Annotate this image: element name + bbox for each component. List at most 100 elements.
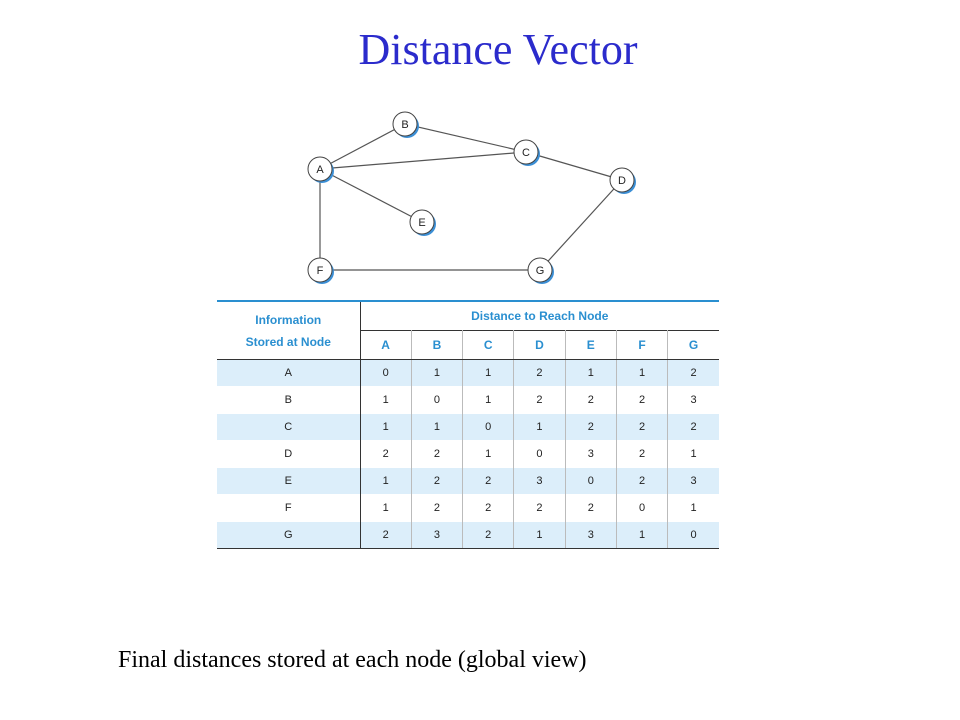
table-cell: 3 (411, 521, 464, 549)
table-cell: 2 (462, 494, 515, 522)
node-label: D (618, 175, 626, 187)
slide-title: Distance Vector (358, 25, 638, 74)
column-header-e: E (565, 330, 617, 360)
info-header-line2: Stored at Node (245, 334, 331, 349)
column-header-d: D (513, 330, 566, 360)
node-circle (609, 167, 635, 193)
node-label: C (522, 147, 530, 159)
network-graph-svg: A B C D E F G (307, 111, 636, 284)
table-cell: 2 (667, 413, 719, 441)
node-d: D (609, 167, 636, 194)
node-g: G (527, 257, 554, 284)
table-cell: 1 (360, 494, 412, 522)
table-cell: 1 (411, 413, 464, 441)
node-label: F (317, 265, 324, 277)
table-cell: 1 (513, 413, 566, 441)
table-cell: 0 (667, 521, 719, 549)
table-cell: 1 (565, 359, 617, 387)
row-label: F (217, 494, 361, 522)
table-cell: 2 (565, 386, 617, 414)
table-cell: 1 (667, 440, 719, 468)
table-cell: 3 (565, 440, 617, 468)
edge-c-d (525, 151, 623, 181)
table-cell: 1 (462, 386, 515, 414)
table-cell: 2 (360, 521, 412, 549)
row-label: C (217, 413, 361, 441)
table-cell: 2 (462, 521, 515, 549)
row-label: E (217, 467, 361, 495)
table-cell: 2 (616, 413, 669, 441)
row-label: G (217, 521, 361, 549)
edge-a-b (319, 123, 406, 170)
table-cell: 0 (565, 467, 617, 495)
node-a: A (307, 156, 334, 183)
node-circle (513, 139, 539, 165)
node-circle (307, 156, 333, 182)
table-cell: 2 (616, 467, 669, 495)
node-circle (409, 209, 435, 235)
table-cell: 2 (616, 386, 669, 414)
node-label: G (536, 265, 545, 277)
node-c: C (513, 139, 540, 166)
edge-a-c (319, 151, 527, 170)
table-cell: 2 (513, 359, 566, 387)
slide-caption: Final distances stored at each node (glo… (118, 647, 587, 673)
table-cell: 2 (565, 494, 617, 522)
node-circle (527, 257, 553, 283)
table-cell: 3 (667, 386, 719, 414)
table-cell: 0 (616, 494, 669, 522)
table-cell: 1 (411, 359, 464, 387)
table-cell: 1 (616, 521, 669, 549)
table-cell: 2 (411, 494, 464, 522)
distance-header: Distance to Reach Node (360, 300, 719, 331)
column-header-b: B (411, 330, 464, 360)
table-cell: 1 (667, 494, 719, 522)
table-cell: 1 (462, 359, 515, 387)
node-label: E (418, 217, 425, 229)
column-header-c: C (462, 330, 515, 360)
edge-b-c (404, 123, 527, 153)
table-cell: 2 (565, 413, 617, 441)
table-cell: 0 (513, 440, 566, 468)
table-cell: 1 (360, 386, 412, 414)
table-cell: 2 (411, 440, 464, 468)
table-cell: 1 (513, 521, 566, 549)
row-label: B (217, 386, 361, 414)
info-header-line1: Information (255, 312, 322, 327)
table-cell: 1 (360, 467, 412, 495)
table-cell: 2 (411, 467, 464, 495)
node-circle (307, 257, 333, 283)
node-circle (392, 111, 418, 137)
table-cell: 3 (565, 521, 617, 549)
table-cell: 3 (667, 467, 719, 495)
table-cell: 2 (616, 440, 669, 468)
info-header: Information Stored at Node (217, 300, 361, 360)
table-cell: 0 (360, 359, 412, 387)
edge-d-g (539, 179, 623, 271)
network-graph: A B C D E F G (290, 100, 650, 300)
row-label: D (217, 440, 361, 468)
column-header-a: A (360, 330, 412, 360)
edge-a-e (319, 168, 423, 223)
table-cell: 0 (411, 386, 464, 414)
distance-vector-table: Information Stored at Node Distance to R… (217, 300, 719, 549)
node-label: A (316, 164, 324, 176)
table-cell: 2 (667, 359, 719, 387)
table-cell: 1 (616, 359, 669, 387)
column-header-g: G (667, 330, 719, 360)
table-cell: 1 (360, 413, 412, 441)
node-e: E (409, 209, 436, 236)
row-label: A (217, 359, 361, 387)
table-cell: 2 (462, 467, 515, 495)
column-header-f: F (616, 330, 669, 360)
table-cell: 2 (360, 440, 412, 468)
table-cell: 0 (462, 413, 515, 441)
node-label: B (401, 119, 408, 131)
table-cell: 3 (513, 467, 566, 495)
table-cell: 2 (513, 494, 566, 522)
